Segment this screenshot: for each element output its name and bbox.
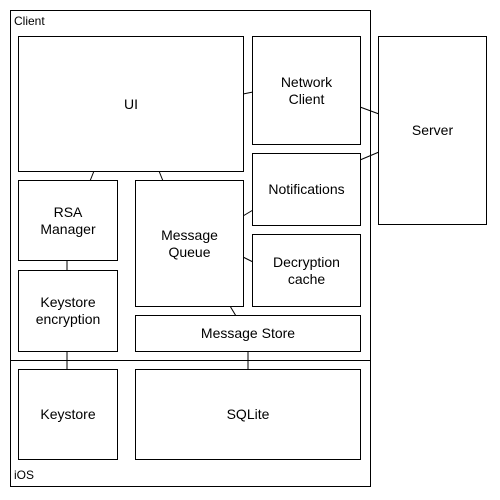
- edge-network-client-server: [359, 106, 380, 115]
- edge-notifications-server: [359, 151, 380, 161]
- server-box: Server: [378, 36, 487, 225]
- decryption-cache-label: Decryption cache: [273, 253, 340, 287]
- message-queue-box: Message Queue: [135, 180, 244, 307]
- network-client-label: Network Client: [280, 73, 333, 107]
- rsa-manager-label: RSA Manager: [40, 203, 96, 237]
- notifications-label: Notifications: [268, 181, 345, 197]
- keystore-encryption-label: Keystore encryption: [35, 294, 101, 327]
- edge-message-queue-message-store: [229, 305, 237, 317]
- notifications-box: Notifications: [252, 153, 361, 226]
- sqlite-box: SQLite: [135, 369, 361, 460]
- ui-label: UI: [124, 95, 138, 112]
- message-store-box: Message Store: [135, 315, 361, 352]
- decryption-cache-box: Decryption cache: [252, 234, 361, 307]
- edge-message-queue-decryption-cache: [242, 256, 254, 263]
- sqlite-label: SQLite: [226, 406, 270, 422]
- message-queue-label: Message Queue: [161, 226, 218, 260]
- edge-ui-network-client: [242, 91, 254, 95]
- edge-ui-rsa-manager: [89, 170, 95, 182]
- rsa-manager-box: RSA Manager: [18, 180, 118, 261]
- edge-ui-message-queue: [158, 170, 164, 182]
- network-client-box: Network Client: [252, 36, 361, 145]
- client-group-label: Client: [14, 14, 45, 28]
- keystore-encryption-box: Keystore encryption: [18, 270, 118, 352]
- edge-message-queue-notifications: [242, 209, 254, 217]
- keystore-label: Keystore: [40, 406, 96, 422]
- server-label: Server: [411, 122, 454, 138]
- message-store-label: Message Store: [200, 325, 296, 341]
- keystore-box: Keystore: [18, 369, 118, 460]
- ios-group-label: iOS: [14, 468, 35, 482]
- ui-box: UI: [18, 36, 244, 172]
